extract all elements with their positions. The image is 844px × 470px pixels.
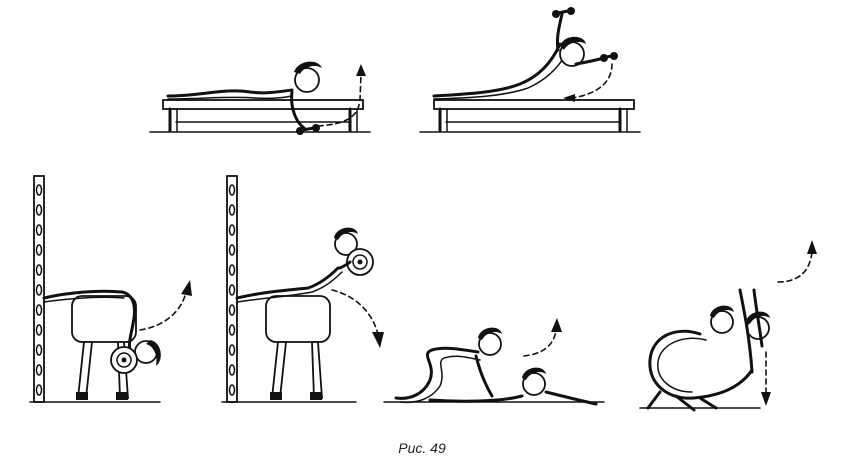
bench-2 — [419, 99, 641, 133]
vaulting-horse-2 — [265, 295, 331, 400]
panel-bench-prone-start — [149, 61, 371, 135]
arrow-down-icon — [372, 332, 384, 348]
panel-floor-partner — [383, 318, 605, 406]
dumbbell-plate-1 — [110, 346, 138, 374]
dumbbell-plate-2 — [346, 248, 374, 276]
panel-bench-prone-raise — [419, 7, 641, 133]
panel-floor-squat — [639, 240, 817, 412]
head-7 — [710, 305, 734, 334]
head-4 — [334, 227, 358, 256]
arrow-up-icon — [807, 240, 817, 254]
arrow-up-icon — [356, 64, 366, 76]
dumbbell-2 — [552, 7, 575, 18]
head-2 — [559, 36, 586, 67]
arrow-up-icon — [551, 318, 562, 332]
wall-bars-1 — [33, 175, 45, 403]
head-5 — [478, 327, 502, 356]
head-6 — [522, 367, 546, 396]
arrow-left-icon — [563, 94, 575, 102]
panel-horse-hang — [29, 175, 192, 403]
dumbbell-3 — [600, 52, 618, 62]
panel-horse-raise — [221, 175, 384, 403]
head-3 — [134, 340, 161, 366]
wall-bars-2 — [226, 175, 238, 403]
arrow-up-icon — [181, 280, 192, 296]
figure-caption: Рис. 49 — [398, 440, 446, 456]
arrow-down-icon — [761, 392, 771, 406]
bench-1 — [149, 99, 371, 133]
head-1 — [294, 61, 322, 93]
